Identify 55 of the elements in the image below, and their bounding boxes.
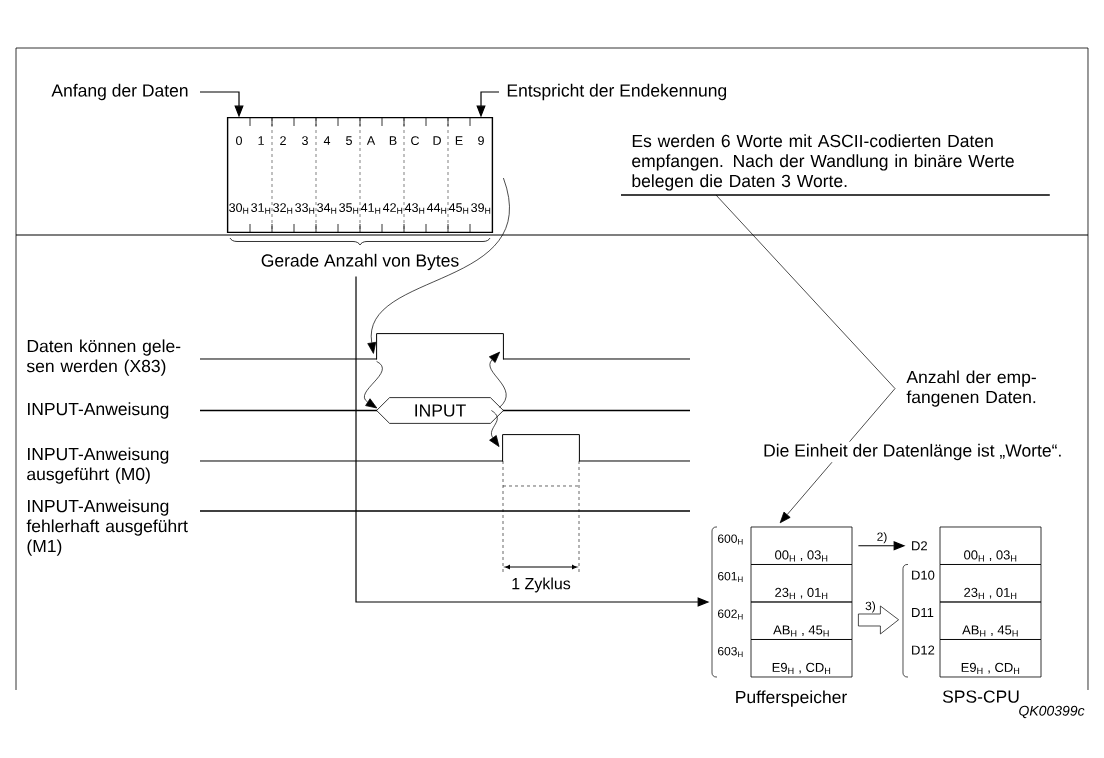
byte-cell: C 43$_{H}$	[404, 136, 425, 214]
leader-line	[779, 388, 896, 524]
byte-cell: E 45$_{H}$	[448, 136, 469, 214]
address-label: 600$_{H}$	[718, 534, 743, 545]
signal-name: INPUT-Anweisung fehlerhaft ausgeführt (M1)	[26, 499, 188, 556]
signal-name: INPUT-Anweisung	[28, 402, 169, 419]
annotation-text: Anfang der Daten	[51, 83, 188, 101]
address-label: 603$_{H}$	[718, 646, 743, 658]
annotation-text: Anzahl der emp- fangenen Daten.	[906, 370, 1036, 407]
byte-cell: D 44$_{H}$	[426, 136, 447, 214]
pulse-waveform	[502, 434, 580, 462]
byte-cell: 2 32$_{H}$	[273, 136, 293, 214]
block-caption: Pufferspeicher	[736, 690, 847, 707]
address-label: D2	[912, 541, 927, 551]
brace-label: Gerade Anzahl von Bytes	[261, 253, 459, 271]
memory-cell: E9$_{H}$ , CD$_{H}$	[750, 639, 853, 678]
curved-arrow	[488, 351, 507, 408]
byte-cell: 3 33$_{H}$	[295, 136, 315, 214]
address-label: D10	[912, 570, 935, 580]
address-label: D11	[912, 608, 934, 617]
note-text: Es werden 6 Worte mit ASCII-codierten Daten empfangen. Nach der Wandlung in binäre Werte belegen die Daten 3 Worte.	[620, 134, 1051, 196]
memory-cell: AB$_{H}$ , 45$_{H}$	[939, 601, 1042, 640]
address-label: 601$_{H}$	[718, 571, 743, 583]
annotation-text: Entspricht der Endekennung	[507, 83, 727, 101]
byte-cell: 5 35$_{H}$	[339, 136, 359, 214]
edge-label: 2)	[877, 532, 887, 544]
byte-cell: 0 30$_{H}$	[229, 136, 249, 214]
signal-name: INPUT-Anweisung ausgeführt (M0)	[27, 447, 169, 484]
curved-arrow	[364, 361, 383, 409]
curved-arrow	[367, 177, 510, 354]
memory-cell: E9$_{H}$ , CD$_{H}$	[939, 639, 1042, 678]
edge-label: Die Einheit der Datenlänge ist „Worte“.	[761, 441, 1065, 463]
pulse-waveform	[376, 333, 504, 360]
block-caption: SPS-CPU	[942, 690, 1019, 703]
block-arrow	[858, 605, 899, 635]
edge-label: 3)	[865, 601, 876, 613]
memory-cell: 23$_{H}$ , 01$_{H}$	[750, 564, 853, 603]
byte-cell: 1 31$_{H}$	[251, 136, 271, 214]
curved-arrow	[489, 410, 500, 447]
memory-cell: AB$_{H}$ , 45$_{H}$	[750, 601, 853, 640]
leader-line	[715, 194, 896, 389]
byte-cell: A 41$_{H}$	[360, 136, 381, 214]
byte-cell: 4 34$_{H}$	[317, 136, 337, 214]
signal-name: Daten können gele- sen werden (X83)	[26, 339, 181, 376]
instruction-hexagon: INPUT	[376, 397, 504, 424]
byte-cell: 9 39$_{H}$	[471, 136, 491, 214]
byte-cell: B 42$_{H}$	[382, 136, 403, 214]
figure-code: QK00399c	[1019, 705, 1085, 719]
memory-cell: 00$_{H}$ , 03$_{H}$	[939, 526, 1042, 565]
memory-cell: 23$_{H}$ , 01$_{H}$	[939, 564, 1042, 603]
byte-frame	[226, 116, 494, 234]
address-label: 602$_{H}$	[718, 609, 743, 620]
dimension-label: 1 Zyklus	[512, 577, 571, 593]
memory-cell: 00$_{H}$ , 03$_{H}$	[750, 526, 853, 565]
address-label: D12	[912, 645, 935, 655]
